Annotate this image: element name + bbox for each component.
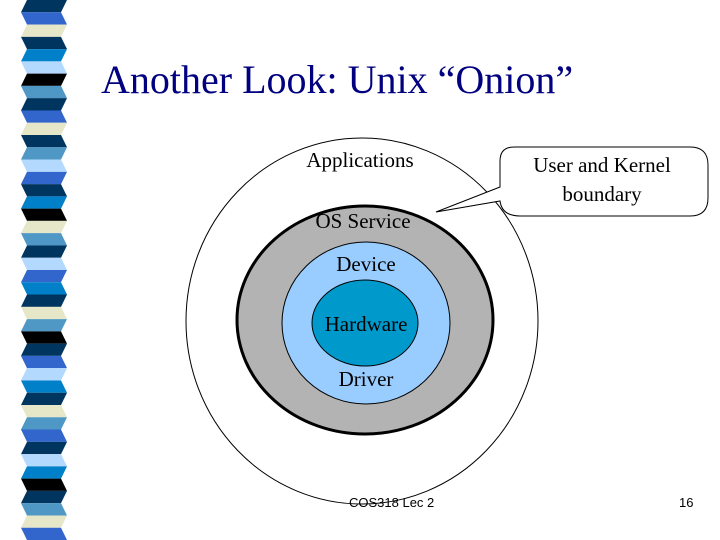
stripe-segment — [21, 454, 67, 467]
callout-line-1: User and Kernel — [533, 153, 671, 177]
applications-label: Applications — [306, 148, 413, 172]
stripe-segment — [21, 220, 67, 234]
stripe-segment — [21, 159, 67, 172]
callout-line-2: boundary — [562, 182, 642, 206]
stripe-segment — [21, 122, 67, 135]
stripe-segment — [21, 405, 67, 418]
stripe-segment — [21, 85, 67, 99]
hardware-core — [311, 279, 419, 367]
footer-course: COS318 Lec 2 — [349, 495, 435, 510]
stripe-segment — [21, 392, 67, 405]
stripe-segment — [21, 319, 67, 332]
stripe-segment — [21, 36, 67, 50]
stripe-segment — [21, 294, 67, 307]
stripe-segment — [21, 368, 67, 381]
stripe-segment — [21, 515, 67, 528]
stripe-segment — [21, 343, 67, 356]
stripe-segment — [21, 331, 67, 344]
stripe-segment — [21, 73, 67, 86]
stripe-segment — [21, 282, 67, 295]
stripe-segment — [21, 171, 67, 185]
stripe-segment — [21, 110, 67, 123]
stripe-segment — [21, 49, 67, 62]
stripe-segment — [21, 0, 67, 13]
hardware-label: Hardware — [325, 312, 408, 336]
stripe-segment — [21, 98, 67, 111]
stripe-segment — [21, 270, 67, 283]
decorative-stripe-bar — [21, 0, 67, 540]
stripe-segment — [21, 208, 67, 221]
stripe-segment — [21, 306, 67, 320]
stripe-segment — [21, 61, 67, 74]
stripe-segment — [21, 147, 67, 160]
stripe-segment — [21, 478, 67, 491]
stripe-segment — [21, 417, 67, 430]
stripe-segment — [21, 233, 67, 246]
stripe-segment — [21, 380, 67, 393]
slide-title: Another Look: Unix “Onion” — [101, 57, 574, 102]
stripe-segment — [21, 355, 67, 369]
callout-bubble — [435, 146, 709, 217]
stripe-segment — [21, 429, 67, 442]
footer-page-number: 16 — [679, 495, 694, 510]
device-label: Device — [336, 252, 395, 276]
stripe-segment — [21, 503, 67, 516]
stripe-segment — [21, 441, 67, 455]
stripe-segment — [21, 135, 67, 148]
stripe-segment — [21, 12, 67, 25]
os-service-label: OS Service — [315, 209, 410, 233]
stripe-segment — [21, 257, 67, 270]
stripe-segment — [21, 466, 67, 479]
stripe-segment — [21, 184, 67, 197]
driver-label: Driver — [339, 367, 394, 391]
stripe-segment — [21, 527, 67, 540]
stripe-segment — [21, 245, 67, 258]
stripe-segment — [21, 196, 67, 209]
stripe-segment — [21, 24, 67, 37]
stripe-segment — [21, 490, 67, 504]
